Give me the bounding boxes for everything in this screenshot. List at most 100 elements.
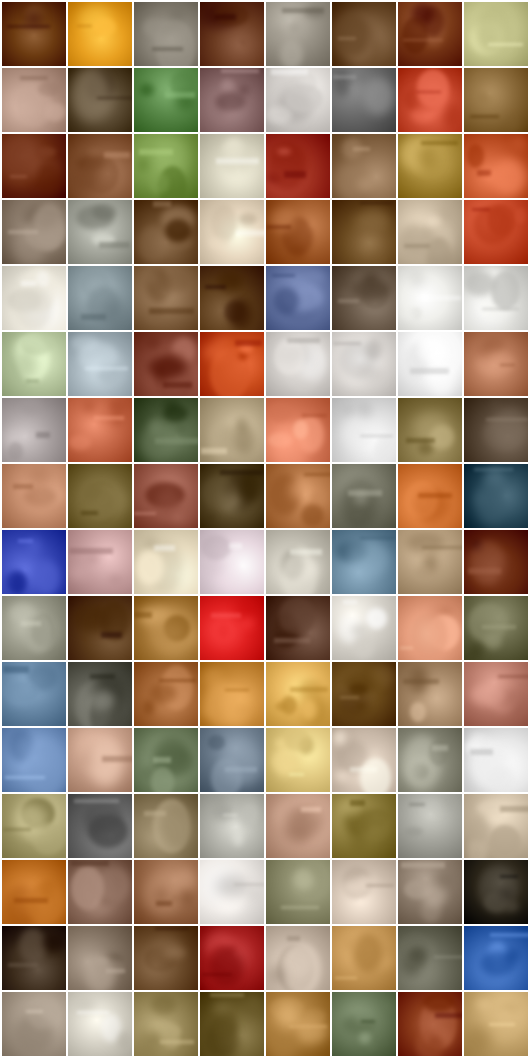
brush-stroke — [514, 208, 527, 225]
brush-stroke — [427, 362, 455, 396]
brush-stroke — [410, 308, 421, 320]
brush-streak — [500, 805, 528, 813]
brush-stroke — [212, 1001, 232, 1015]
artwork-tile — [134, 398, 198, 462]
brush-stroke — [205, 932, 234, 960]
brush-streak — [225, 688, 249, 691]
artwork-tile — [332, 464, 396, 528]
brush-stroke — [284, 337, 323, 393]
brush-streak — [474, 467, 513, 471]
brush-stroke — [357, 812, 391, 842]
brush-stroke — [143, 945, 178, 972]
brush-stroke — [441, 606, 454, 614]
brush-stroke — [288, 338, 320, 367]
brush-streak — [74, 798, 119, 804]
brush-stroke — [214, 3, 250, 27]
brush-streak — [481, 308, 520, 311]
brush-stroke — [301, 699, 317, 720]
brush-stroke — [219, 425, 250, 452]
brush-stroke — [69, 875, 97, 910]
brush-stroke — [165, 219, 192, 242]
brush-stroke — [204, 944, 240, 990]
brush-stroke — [423, 552, 438, 574]
brush-stroke — [81, 154, 119, 194]
brush-stroke — [274, 338, 306, 376]
brush-stroke — [267, 966, 286, 984]
brush-stroke — [12, 954, 29, 971]
brush-stroke — [474, 14, 502, 56]
brush-stroke — [485, 467, 505, 490]
artwork-tile — [398, 794, 462, 858]
brush-streak — [106, 968, 125, 974]
brush-stroke — [282, 285, 323, 311]
artwork-tile — [134, 530, 198, 594]
brush-stroke — [489, 824, 521, 858]
brush-stroke — [204, 681, 243, 726]
artwork-tile — [266, 332, 330, 396]
brush-stroke — [348, 683, 369, 696]
brush-stroke — [429, 604, 454, 620]
brush-stroke — [144, 872, 182, 915]
brush-stroke — [21, 398, 41, 414]
artwork-tile — [332, 728, 396, 792]
brush-stroke — [249, 888, 263, 903]
artwork-tile — [266, 926, 330, 990]
brush-streak — [233, 883, 264, 886]
brush-stroke — [267, 432, 294, 447]
brush-streak — [100, 631, 123, 638]
brush-stroke — [168, 227, 194, 247]
brush-stroke — [168, 236, 193, 249]
brush-stroke — [284, 84, 323, 113]
artwork-tile — [200, 134, 264, 198]
brush-stroke — [83, 486, 114, 522]
brush-stroke — [17, 334, 50, 382]
brush-stroke — [467, 603, 507, 644]
brush-stroke — [421, 5, 445, 37]
brush-streak — [205, 285, 226, 289]
brush-stroke — [83, 801, 123, 833]
brush-stroke — [423, 882, 447, 908]
artwork-tile — [332, 2, 396, 66]
brush-stroke — [174, 425, 187, 435]
brush-stroke — [145, 268, 172, 304]
brush-streak — [361, 1020, 376, 1024]
brush-streak — [89, 673, 115, 679]
brush-streak — [18, 538, 33, 543]
brush-stroke — [266, 172, 282, 183]
brush-stroke — [209, 947, 246, 987]
brush-stroke — [490, 400, 501, 416]
brush-stroke — [285, 806, 315, 843]
brush-stroke — [477, 92, 493, 102]
artwork-tile — [68, 992, 132, 1056]
brush-stroke — [271, 611, 300, 647]
brush-stroke — [92, 204, 116, 220]
brush-stroke — [210, 347, 250, 396]
brush-stroke — [369, 955, 394, 970]
brush-stroke — [468, 732, 485, 744]
brush-stroke — [338, 340, 375, 380]
brush-streak — [417, 492, 453, 499]
brush-streak — [134, 612, 152, 619]
brush-stroke — [203, 555, 224, 578]
brush-stroke — [414, 764, 427, 779]
brush-streak — [154, 926, 190, 930]
brush-stroke — [147, 356, 186, 380]
brush-stroke — [422, 993, 456, 1013]
brush-stroke — [426, 1034, 445, 1056]
brush-stroke — [109, 398, 132, 411]
brush-stroke — [155, 21, 176, 40]
brush-stroke — [359, 1032, 371, 1044]
artwork-tile — [398, 464, 462, 528]
brush-stroke — [289, 479, 309, 501]
artwork-tile — [266, 68, 330, 132]
brush-stroke — [281, 549, 305, 581]
brush-streak — [25, 379, 40, 383]
brush-streak — [221, 68, 260, 73]
brush-streak — [153, 757, 171, 764]
brush-stroke — [12, 349, 37, 379]
brush-streak — [360, 536, 396, 540]
brush-stroke — [280, 696, 297, 716]
artwork-tile — [200, 926, 264, 990]
artwork-tile — [464, 332, 528, 396]
brush-stroke — [334, 162, 366, 198]
